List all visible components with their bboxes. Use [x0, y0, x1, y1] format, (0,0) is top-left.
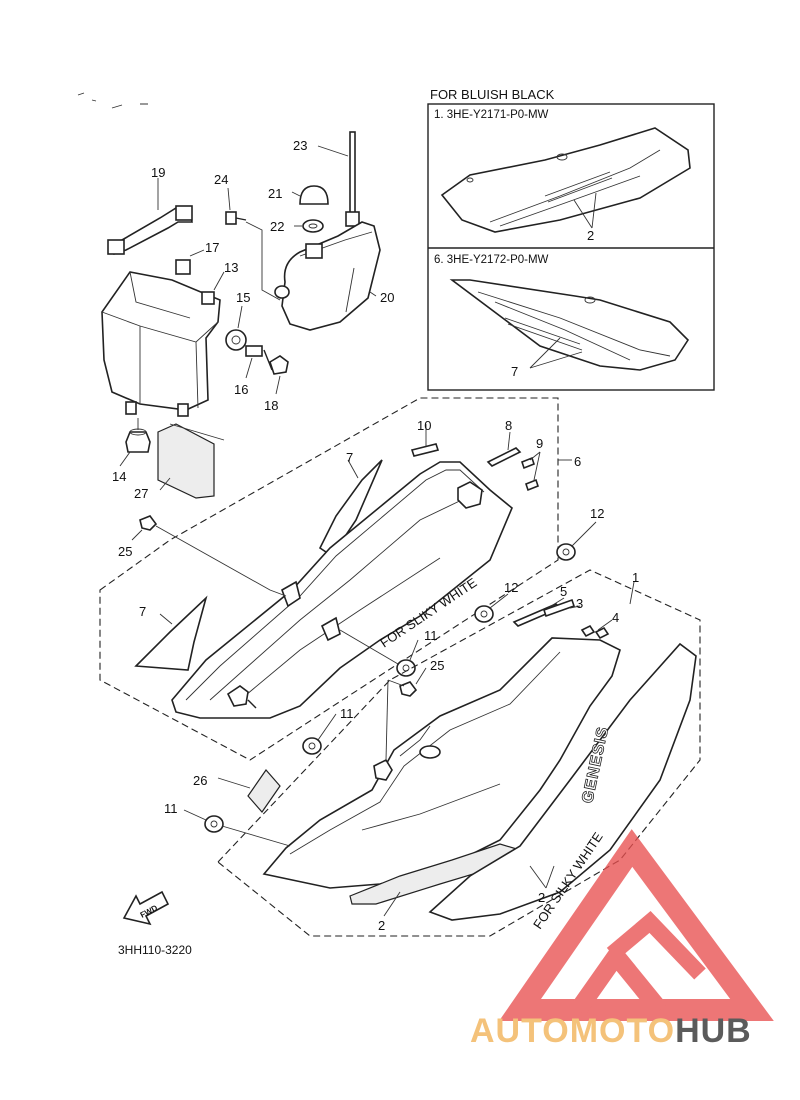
label-10: 10: [417, 418, 431, 433]
watermark-part-1: AUTOMOTO: [470, 1012, 676, 1050]
watermark-part-2: HUB: [675, 1012, 752, 1050]
label-7-lower: 7: [139, 604, 146, 619]
inset-callout-7: 7: [511, 364, 518, 379]
label-5: 5: [560, 584, 567, 599]
part-19-strap: 19: [107, 165, 193, 255]
inset-header: FOR BLUISH BLACK: [430, 87, 555, 102]
part-25-screw-lower: 25: [399, 658, 444, 697]
watermark-text: AUTOMOTOHUB: [470, 1012, 800, 1051]
part-16-collar: 16: [234, 345, 263, 397]
part-17-clip: [175, 259, 191, 275]
part-10-pin: 10: [410, 418, 440, 457]
part-11-grommet-b: 11: [302, 706, 354, 755]
part-15-grommet: 15: [225, 290, 250, 351]
inset-callout-2: 2: [587, 228, 594, 243]
label-11-a: 11: [424, 628, 438, 643]
label-11-c: 11: [164, 801, 178, 816]
label-22: 22: [270, 219, 284, 234]
bluish-black-side-cover-6: 7: [449, 279, 690, 379]
diagram-code: 3HH110-3220: [118, 943, 192, 957]
assembly-1-outline: 1: [217, 569, 701, 937]
part-23-rod: 23: [293, 131, 360, 227]
inset-frame: [427, 103, 715, 391]
label-17: 17: [205, 240, 219, 255]
label-25-upper: 25: [118, 544, 132, 559]
forward-arrow-icon: FWD: [122, 890, 170, 926]
label-18: 18: [264, 398, 278, 413]
inset-box2-label: 6. 3HE-Y2172-P0-MW: [434, 254, 549, 266]
label-11-b: 11: [340, 706, 354, 721]
part-4-clips: 4: [580, 610, 619, 640]
label-24: 24: [214, 172, 228, 187]
part-26-pad: 26: [193, 769, 281, 813]
part-13-bracket: [201, 291, 215, 305]
label-12-lower: 12: [504, 580, 518, 595]
label-6: 6: [574, 454, 581, 469]
label-7-upper: 7: [346, 450, 353, 465]
part-2-genesis-decal: GENESIS: [428, 642, 697, 921]
label-25-lower: 25: [430, 658, 444, 673]
side-cover-6: [171, 461, 513, 719]
part-24-screw: 24: [214, 172, 281, 301]
assembly-6-outline: 6: [99, 397, 581, 761]
part-18-bolt: 18: [263, 349, 289, 413]
part-27-pad: 27: [134, 423, 225, 501]
part-11-grommet-c: 11: [164, 801, 291, 847]
label-26: 26: [193, 773, 207, 788]
label-20: 20: [380, 290, 394, 305]
scan-specks: [77, 92, 148, 109]
label-23: 23: [293, 138, 307, 153]
automotohub-logo: [499, 829, 774, 1021]
label-14: 14: [112, 469, 126, 484]
label-15: 15: [236, 290, 250, 305]
logo-triangle: [499, 829, 774, 1021]
label-9: 9: [536, 436, 543, 451]
label-1: 1: [632, 570, 639, 585]
label-3: 3: [576, 596, 583, 611]
part-3-pin: 3: [542, 596, 583, 618]
part-12-grommet-upper: 12: [556, 506, 604, 561]
lower-callouts-2: 2 2: [378, 865, 555, 933]
label-2-a: 2: [378, 918, 385, 933]
logo-inner-stroke: [606, 911, 706, 980]
label-21: 21: [268, 186, 282, 201]
inset-panel: FOR BLUISH BLACK 1. 3HE-Y2171-P0-MW 6. 3…: [427, 87, 715, 391]
part-20-reservoir-tank: 20: [274, 221, 394, 331]
part-25-screw-upper: 25: [118, 515, 287, 597]
label-19: 19: [151, 165, 165, 180]
part-9-clips: 9: [521, 436, 543, 492]
inset-box1-label: 1. 3HE-Y2171-P0-MW: [434, 109, 549, 121]
part-22-washer: 22: [270, 219, 324, 234]
battery-box: 17 13: [101, 240, 238, 417]
label-8: 8: [505, 418, 512, 433]
bluish-black-side-cover-1: 2: [440, 127, 691, 243]
part-12-grommet-lower: 12: [474, 580, 518, 623]
label-2-b: 2: [538, 890, 545, 905]
label-12-upper: 12: [590, 506, 604, 521]
part-8-strip: 8: [486, 418, 522, 467]
label-27: 27: [134, 486, 148, 501]
part-7-decal-lower: 7: [134, 595, 208, 671]
part-11-grommet-a: 11: [339, 628, 438, 677]
part-21-cap: 21: [268, 185, 329, 205]
part-14-damper: 14: [112, 418, 151, 484]
label-4: 4: [612, 610, 619, 625]
label-16: 16: [234, 382, 248, 397]
label-13: 13: [224, 260, 238, 275]
